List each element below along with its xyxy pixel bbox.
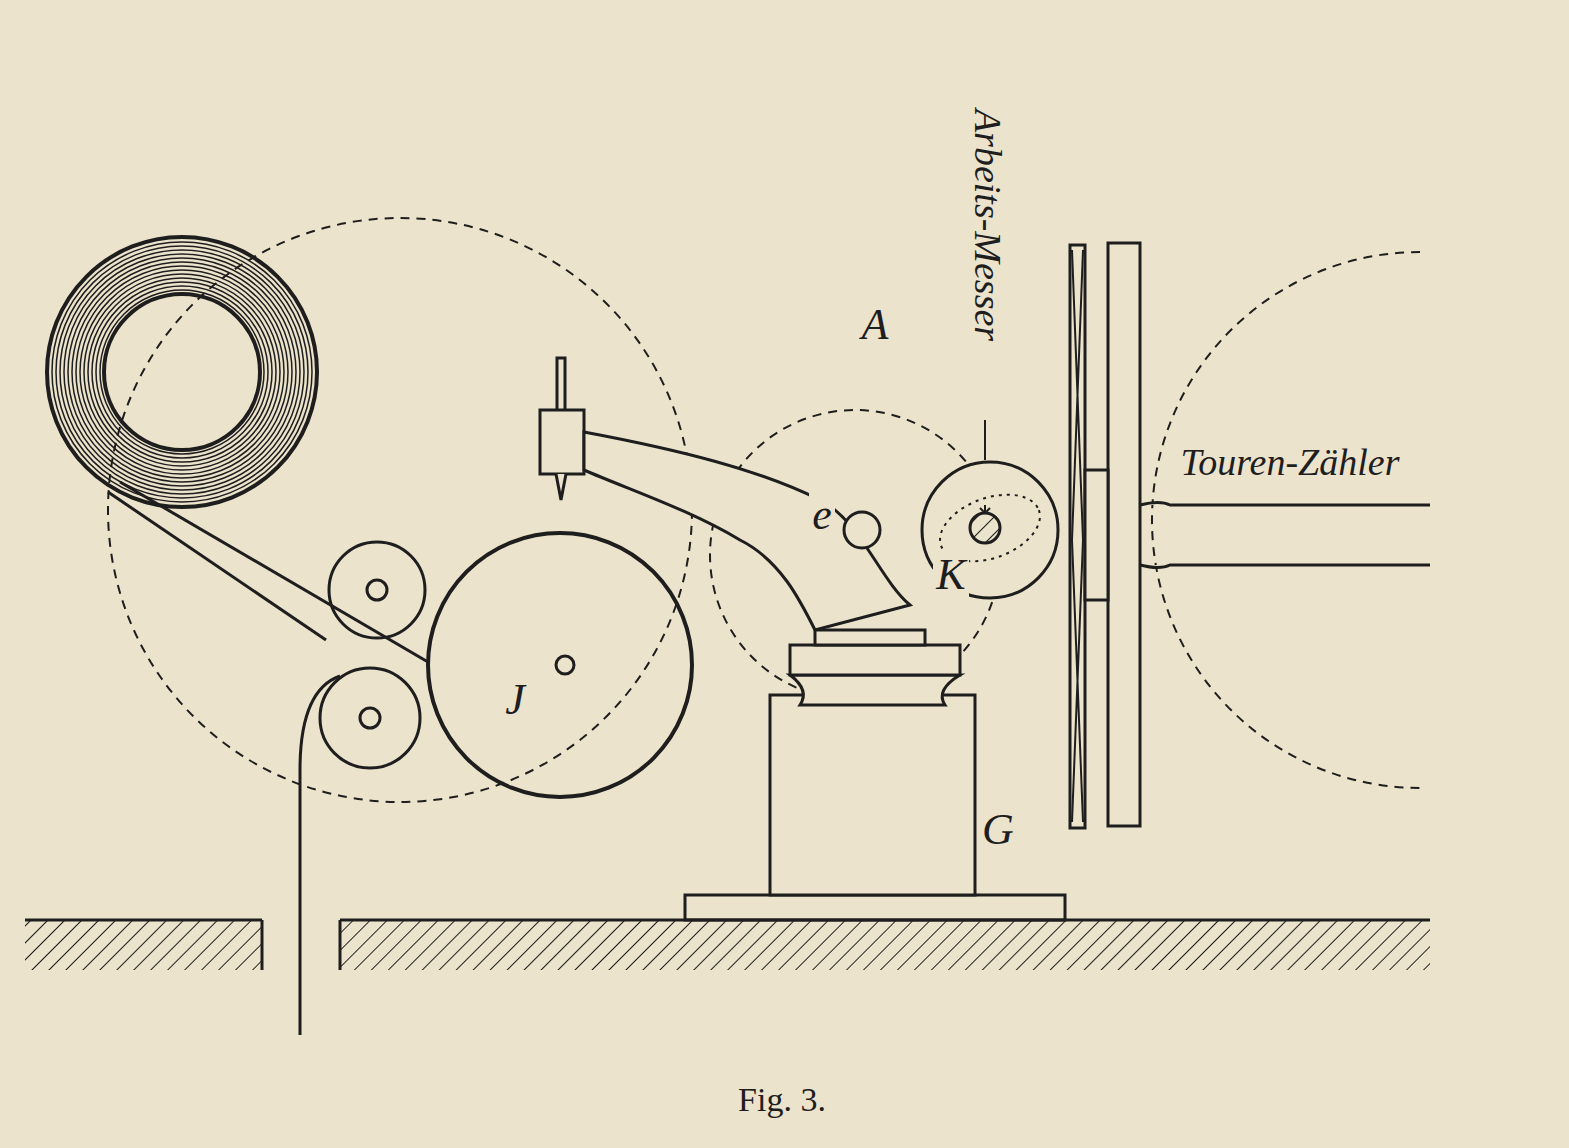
figure-caption: Fig. 3.: [735, 1082, 829, 1118]
feed-rollers: [320, 542, 425, 768]
floor: [25, 920, 1430, 970]
roll-layer: [100, 290, 264, 454]
callout-letter: G: [979, 807, 1017, 853]
pedestal: [685, 630, 1065, 920]
shaft-e: [844, 512, 880, 548]
roll-layer: [88, 278, 276, 466]
roll-layer: [64, 254, 300, 490]
roll-layer: [84, 274, 280, 470]
roll-layer: [68, 258, 296, 486]
roll-layer: [72, 262, 292, 482]
pulley: [1070, 243, 1430, 828]
pitch-circles: [108, 218, 1420, 802]
roll-layer: [56, 246, 308, 498]
roll-layer: [60, 250, 304, 494]
roll-layer: [92, 282, 272, 462]
knife-arm: [540, 358, 910, 630]
roll-layer: [80, 270, 284, 474]
callout-letter: J: [502, 677, 528, 723]
knife-disc: [922, 462, 1058, 598]
callout-letter: A: [859, 302, 892, 348]
roll-layer: [52, 242, 312, 502]
callout-letter: K: [933, 552, 968, 598]
part-label: Touren-Zähler: [1178, 442, 1403, 482]
paper-roll: [47, 237, 317, 507]
roll-layer: [96, 286, 268, 458]
callout-letter: e: [809, 492, 835, 538]
main-roller: [428, 533, 692, 797]
leader-line: [984, 420, 986, 460]
part-label: Arbeits-Messer: [968, 106, 1008, 344]
roll-layer: [76, 266, 288, 478]
